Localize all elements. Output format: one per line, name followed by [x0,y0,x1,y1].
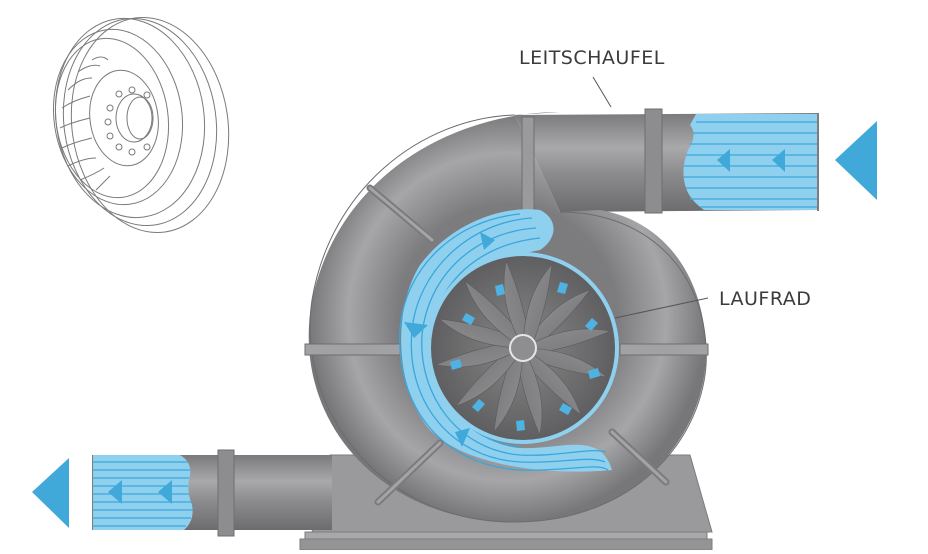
flow-arrow-small [404,322,428,338]
flow-arrow-small [455,428,470,447]
inlet-pipe [515,108,819,214]
impeller-hub [509,334,537,362]
impeller [427,252,619,444]
outlet-pipe [92,449,332,537]
outlet-flow-arrow-icon [32,458,69,528]
water-scroll [399,209,612,472]
impeller-label: LAUFRAD [719,288,812,310]
guide-vane-label: LEITSCHAUFEL [519,47,665,69]
flow-arrow-small [772,149,785,172]
leitschaufel-leader-line [592,76,612,108]
flow-arrow-small [480,232,495,250]
runner-wheel-thumbnail [52,17,230,233]
inlet-flow-arrow-icon [835,121,877,200]
flow-arrow-small [158,480,172,504]
flow-arrow-small [717,149,730,172]
flow-arrow-small [108,480,122,504]
laufrad-leader-line [614,297,709,319]
